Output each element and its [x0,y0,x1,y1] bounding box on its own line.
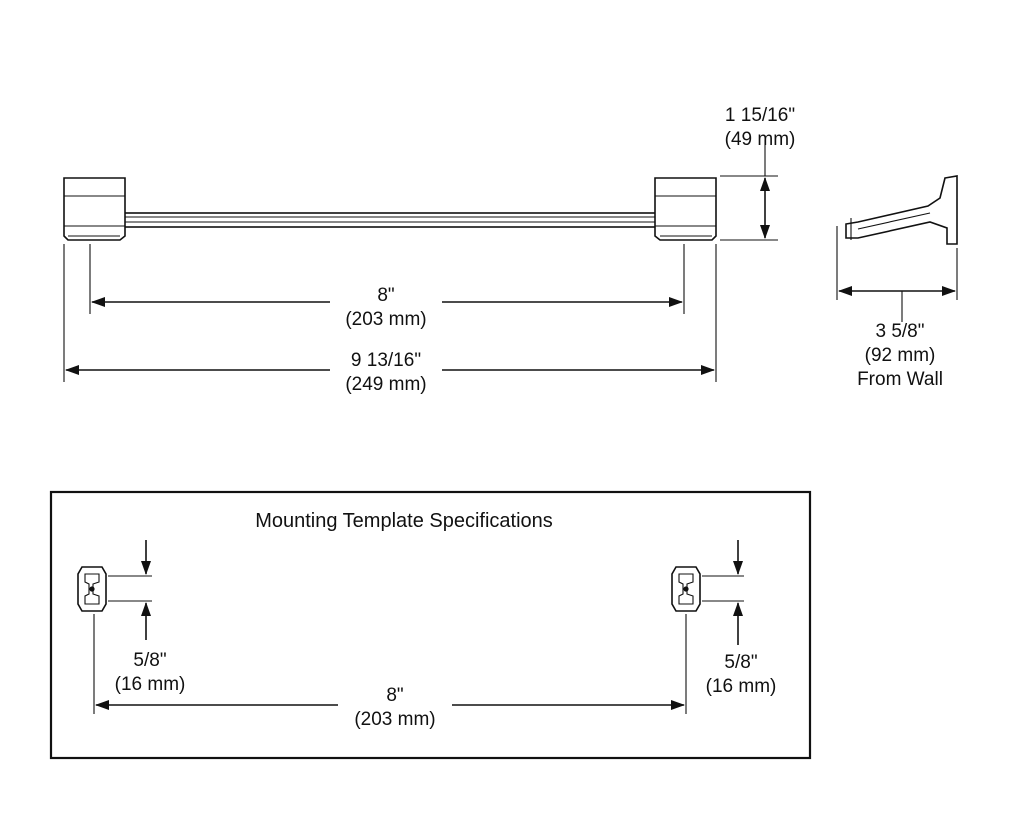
template-title: Mounting Template Specifications [255,510,553,532]
template-center-imperial-label: 8" [386,685,403,706]
right-offset-imperial-label: 5/8" [724,652,757,673]
projection-imperial-label: 3 5/8" [875,321,924,342]
left-mounting-clip-icon [77,566,107,612]
right-offset-metric-label: (16 mm) [706,676,777,697]
projection-metric-label: (92 mm) [865,345,936,366]
center-imperial-label: 8" [377,285,394,306]
right-mounting-post [654,177,717,241]
overall-metric-label: (249 mm) [345,374,426,395]
center-metric-label: (203 mm) [345,309,426,330]
side-profile-bracket [845,175,958,245]
height-imperial-label: 1 15/16" [725,105,795,126]
overall-imperial-label: 9 13/16" [351,350,421,371]
projection-note-label: From Wall [857,369,943,390]
right-mounting-clip-icon [671,566,701,612]
left-offset-metric-label: (16 mm) [115,674,186,695]
front-view: 1 15/16" (49 mm) 8" (203 mm) 9 13/16" (2… [63,105,796,395]
left-offset-imperial-label: 5/8" [133,650,166,671]
side-view: 3 5/8" (92 mm) From Wall [836,175,958,390]
height-metric-label: (49 mm) [725,129,796,150]
left-mounting-post [63,177,126,241]
towel-bar-rod [121,212,659,228]
mounting-template-panel: Mounting Template Specifications 5/8" (1… [49,490,812,760]
template-center-metric-label: (203 mm) [354,709,435,730]
